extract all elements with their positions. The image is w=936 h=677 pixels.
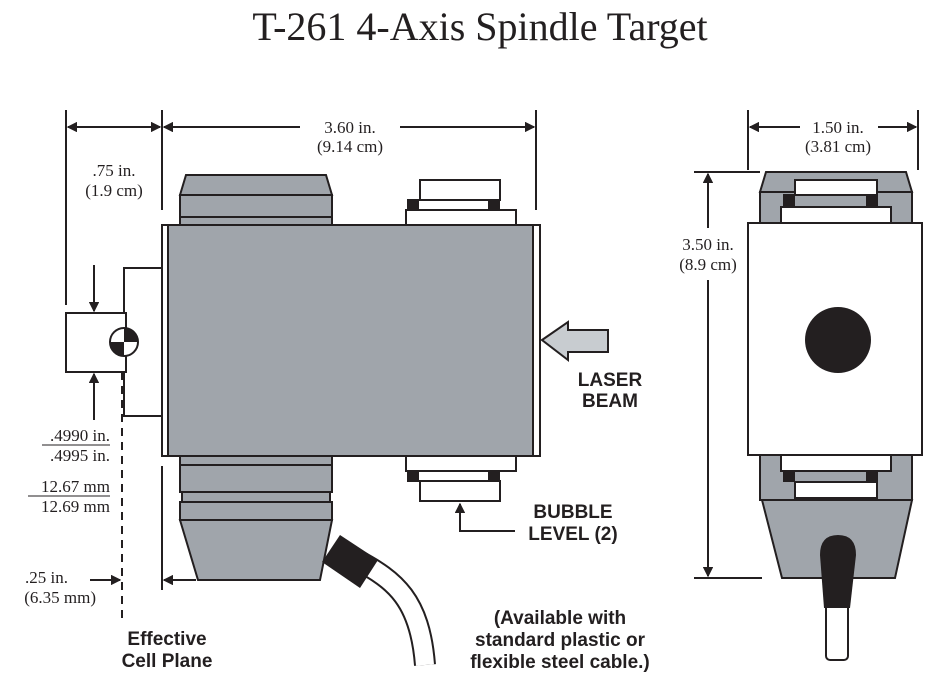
cable [322,535,436,666]
spindle-shaft [65,267,163,417]
shaft-inches-min: .4995 in. [50,446,110,465]
top-bubble-level [405,179,517,226]
length-inches: 3.60 in. [324,118,375,137]
width-inches: 1.50 in. [812,118,863,137]
height-inches: 3.50 in. [682,235,733,254]
height-cm: (8.9 cm) [679,255,737,274]
offset-cm: (1.9 cm) [85,181,143,200]
top-clamp [178,174,334,226]
main-body [167,224,534,457]
cell-plane-label-1: Effective [127,629,206,650]
diagram-title: T-261 4-Axis Spindle Target [252,4,707,49]
cell-plane-label-2: Cell Plane [122,651,213,672]
shaft-inches-max: .4990 in. [50,426,110,445]
target-aperture-icon [805,307,871,373]
shaft-mm-max: 12.67 mm [41,477,110,496]
laser-label-2: BEAM [582,391,638,412]
plane-mm: (6.35 mm) [24,588,96,607]
shaft-mm-min: 12.69 mm [41,497,110,516]
offset-inches: .75 in. [93,161,136,180]
front-view [694,110,923,661]
cable-note-1: (Available with [494,608,626,629]
laser-beam-arrow-icon [540,320,609,363]
bottom-clamp [178,455,334,581]
cable-note-2: standard plastic or [475,630,646,651]
length-cm: (9.14 cm) [317,137,383,156]
width-cm: (3.81 cm) [805,137,871,156]
cable-note-3: flexible steel cable.) [470,652,650,673]
bottom-bubble-level [405,455,517,502]
bubble-label-2: LEVEL (2) [528,524,617,545]
bubble-label-1: BUBBLE [533,502,612,523]
plane-inches: .25 in. [25,568,68,587]
laser-label-1: LASER [578,370,643,391]
side-view [65,110,609,666]
